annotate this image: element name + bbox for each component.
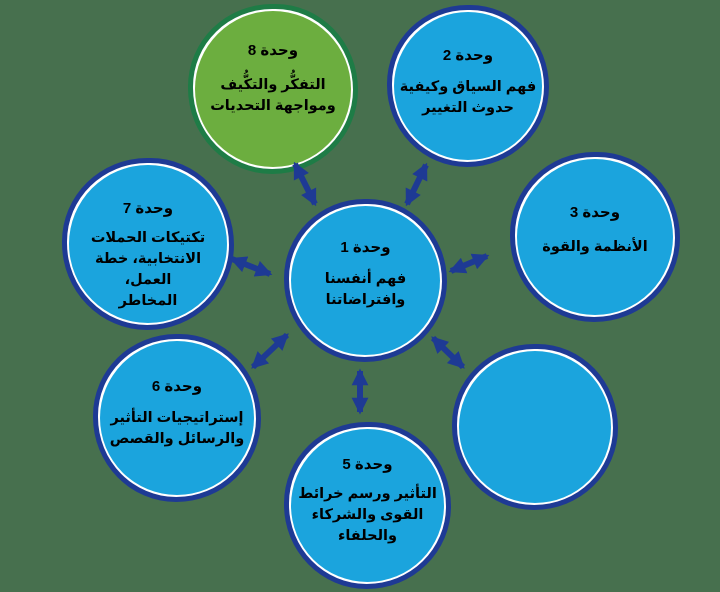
arrow-center-module2 (404, 162, 429, 207)
module-1-body: فهم أنفسنا وافتراضاتنا (324, 271, 407, 309)
module-7-title: وحدة 7 (122, 200, 174, 217)
module-1-title: وحدة 1 (340, 239, 391, 256)
module-8-circle-fill (195, 11, 351, 167)
module-2-body: فهم السياق وكيفية حدوث التغيير (399, 79, 537, 117)
module-6-title: وحدة 6 (151, 378, 203, 395)
arrow-center-module3 (448, 253, 490, 274)
module-5-title: وحدة 5 (342, 456, 393, 473)
module-2-title: وحدة 2 (442, 47, 494, 64)
module-8-body: التفكُّر والتكُّيف ومواجهة التحديات (210, 77, 336, 115)
module-3-title: وحدة 3 (569, 204, 621, 221)
module-6-circle-fill (100, 341, 254, 495)
module-7-body: تكتيكات الحملات الانتخابية، خطة العمل، ا… (90, 230, 206, 310)
module-1-circle-fill (291, 206, 440, 355)
module-3-circle: وحدة 3 الأنظمة والقوة (510, 152, 680, 322)
module-4-circle (452, 344, 618, 510)
module-2-circle: وحدة 2 فهم السياق وكيفية حدوث التغيير (387, 5, 549, 167)
module-8-circle: وحدة 8 التفكُّر والتكُّيف ومواجهة التحدي… (188, 4, 358, 174)
module-3-circle-fill (517, 159, 673, 315)
arrow-center-module6 (250, 332, 290, 370)
module-5-circle: وحدة 5 التأثير ورسم خرائط القوى والشركاء… (284, 422, 451, 589)
arrow-center-module7 (229, 256, 273, 277)
module-2-circle-fill (394, 12, 542, 160)
module-8-title: وحدة 8 (247, 42, 299, 59)
module-5-circle-fill (291, 429, 444, 582)
module-3-body: الأنظمة والقوة (542, 239, 648, 255)
module-5-body: التأثير ورسم خرائط القوى والشركاء والحلف… (298, 486, 437, 545)
module-6-circle: وحدة 6 إستراتيجيات التأثير والرسائل والق… (93, 334, 261, 502)
module-6-body: إستراتيجيات التأثير والرسائل والقصص (109, 410, 245, 448)
module-1-circle: وحدة 1 فهم أنفسنا وافتراضاتنا (284, 199, 447, 362)
module-7-circle-fill (69, 165, 227, 323)
module-7-circle: وحدة 7 تكتيكات الحملات الانتخابية، خطة ا… (62, 158, 234, 330)
module-4-circle-fill (459, 351, 611, 503)
